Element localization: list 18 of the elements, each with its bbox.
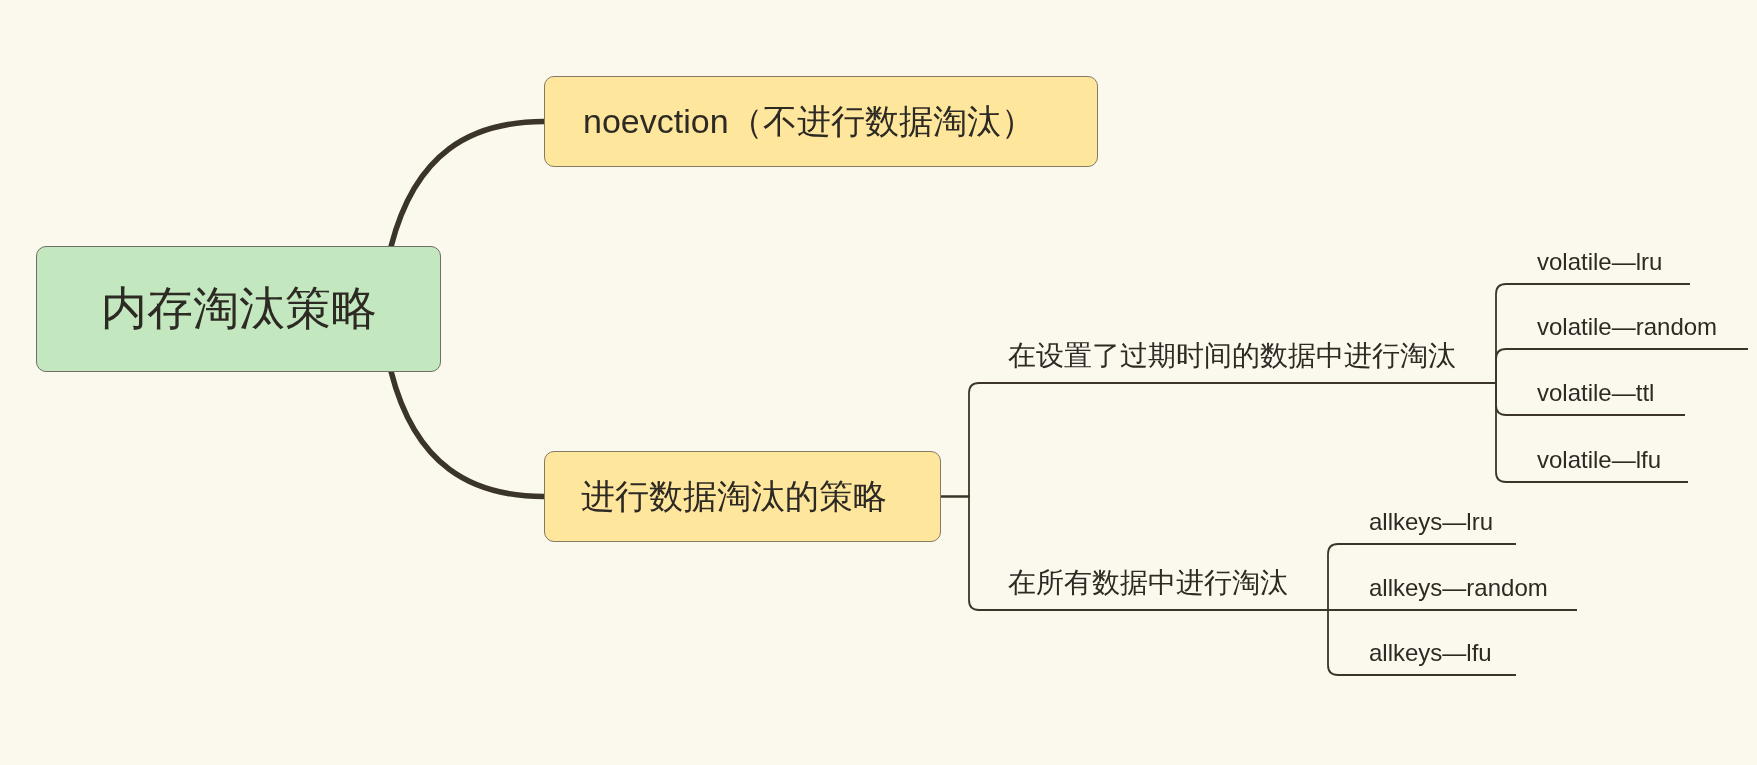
branch-line <box>940 495 980 611</box>
underlined-topic: 在所有数据中进行淘汰 <box>979 553 1328 611</box>
topic-box: noevction（不进行数据淘汰） <box>544 76 1098 167</box>
topic-box: 进行数据淘汰的策略 <box>544 451 941 542</box>
branch-line <box>1327 543 1339 611</box>
underlined-topic: allkeys—random <box>1338 564 1577 611</box>
central-topic-box: 内存淘汰策略 <box>36 246 441 372</box>
branch-line <box>1495 348 1507 384</box>
underlined-topic: allkeys—lru <box>1338 498 1516 545</box>
underlined-topic: volatile—random <box>1506 303 1748 350</box>
underlined-topic: allkeys—lfu <box>1338 629 1516 676</box>
branch-line <box>1327 609 1339 676</box>
branch-line <box>1495 382 1507 483</box>
underlined-topic: volatile—lru <box>1506 238 1690 285</box>
underlined-topic: volatile—ttl <box>1506 369 1685 416</box>
underlined-topic: 在设置了过期时间的数据中进行淘汰 <box>979 326 1496 384</box>
underlined-topic: volatile—lfu <box>1506 436 1688 483</box>
branch-line <box>1327 609 1339 611</box>
